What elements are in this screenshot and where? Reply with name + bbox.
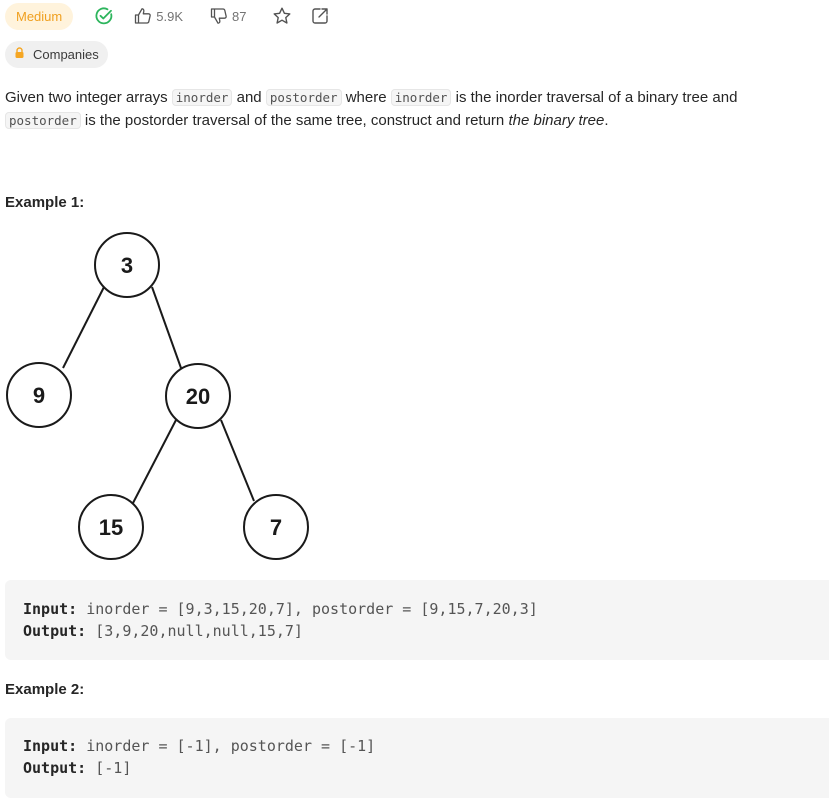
inline-code: postorder <box>5 112 81 129</box>
tree-node <box>165 363 231 429</box>
description-text: is the inorder traversal of a binary tre… <box>451 89 738 106</box>
example-2-codeblock: Input: inorder = [-1], postorder = [-1] … <box>5 718 829 798</box>
problem-description: Given two integer arrays inorder and pos… <box>5 86 795 132</box>
tree-node-label: 7 <box>270 515 282 540</box>
emphasis-text: the binary tree <box>508 112 605 129</box>
inline-code: inorder <box>390 89 452 106</box>
solved-check-icon <box>94 6 114 26</box>
description-text: where <box>341 89 391 106</box>
difficulty-badge: Medium <box>5 2 74 30</box>
thumbs-up-icon <box>134 7 152 25</box>
tree-edge <box>220 419 255 502</box>
description-text: is the postorder traversal of the same t… <box>80 112 509 129</box>
tree-edge <box>132 419 177 504</box>
dislike-button[interactable]: 87 <box>210 7 246 25</box>
tree-node <box>78 494 144 560</box>
companies-label: Companies <box>33 47 99 62</box>
description-text: Given two integer arrays <box>5 89 172 106</box>
tree-node-label: 15 <box>99 515 123 540</box>
dislikes-count: 87 <box>232 8 247 24</box>
lock-icon <box>14 47 33 62</box>
output-label: Output: <box>23 759 87 777</box>
companies-button[interactable]: Companies <box>5 41 108 68</box>
output-value: [-1] <box>95 759 132 777</box>
favorite-star-icon[interactable] <box>272 6 292 26</box>
description-text: . <box>604 112 609 129</box>
like-button[interactable]: 5.9K <box>134 7 183 25</box>
input-value: inorder = [9,3,15,20,7], postorder = [9,… <box>86 600 538 618</box>
input-label: Input: <box>23 737 78 755</box>
tree-node <box>94 232 160 298</box>
tree-edge <box>62 286 105 369</box>
tree-node-label: 20 <box>186 384 210 409</box>
output-label: Output: <box>23 622 87 640</box>
input-label: Input: <box>23 600 78 618</box>
tree-node-label: 3 <box>121 253 133 278</box>
inline-code: inorder <box>171 89 233 106</box>
tree-node <box>6 362 72 428</box>
tree-node <box>243 494 309 560</box>
binary-tree-diagram: 3 9 20 15 7 <box>6 232 309 560</box>
share-icon[interactable] <box>310 6 330 26</box>
input-value: inorder = [-1], postorder = [-1] <box>86 737 376 755</box>
output-value: [3,9,20,null,null,15,7] <box>95 622 303 640</box>
tree-node-label: 9 <box>33 383 45 408</box>
problem-toolbar: Medium 5.9K 87 <box>5 1 330 31</box>
tree-edge <box>151 286 182 369</box>
example-2-title: Example 2: <box>5 681 85 698</box>
thumbs-down-icon <box>210 7 228 25</box>
description-text: and <box>232 89 266 106</box>
inline-code: postorder <box>265 89 342 106</box>
likes-count: 5.9K <box>156 8 183 24</box>
example-1-title: Example 1: <box>5 194 85 211</box>
example-1-codeblock: Input: inorder = [9,3,15,20,7], postorde… <box>5 580 829 660</box>
